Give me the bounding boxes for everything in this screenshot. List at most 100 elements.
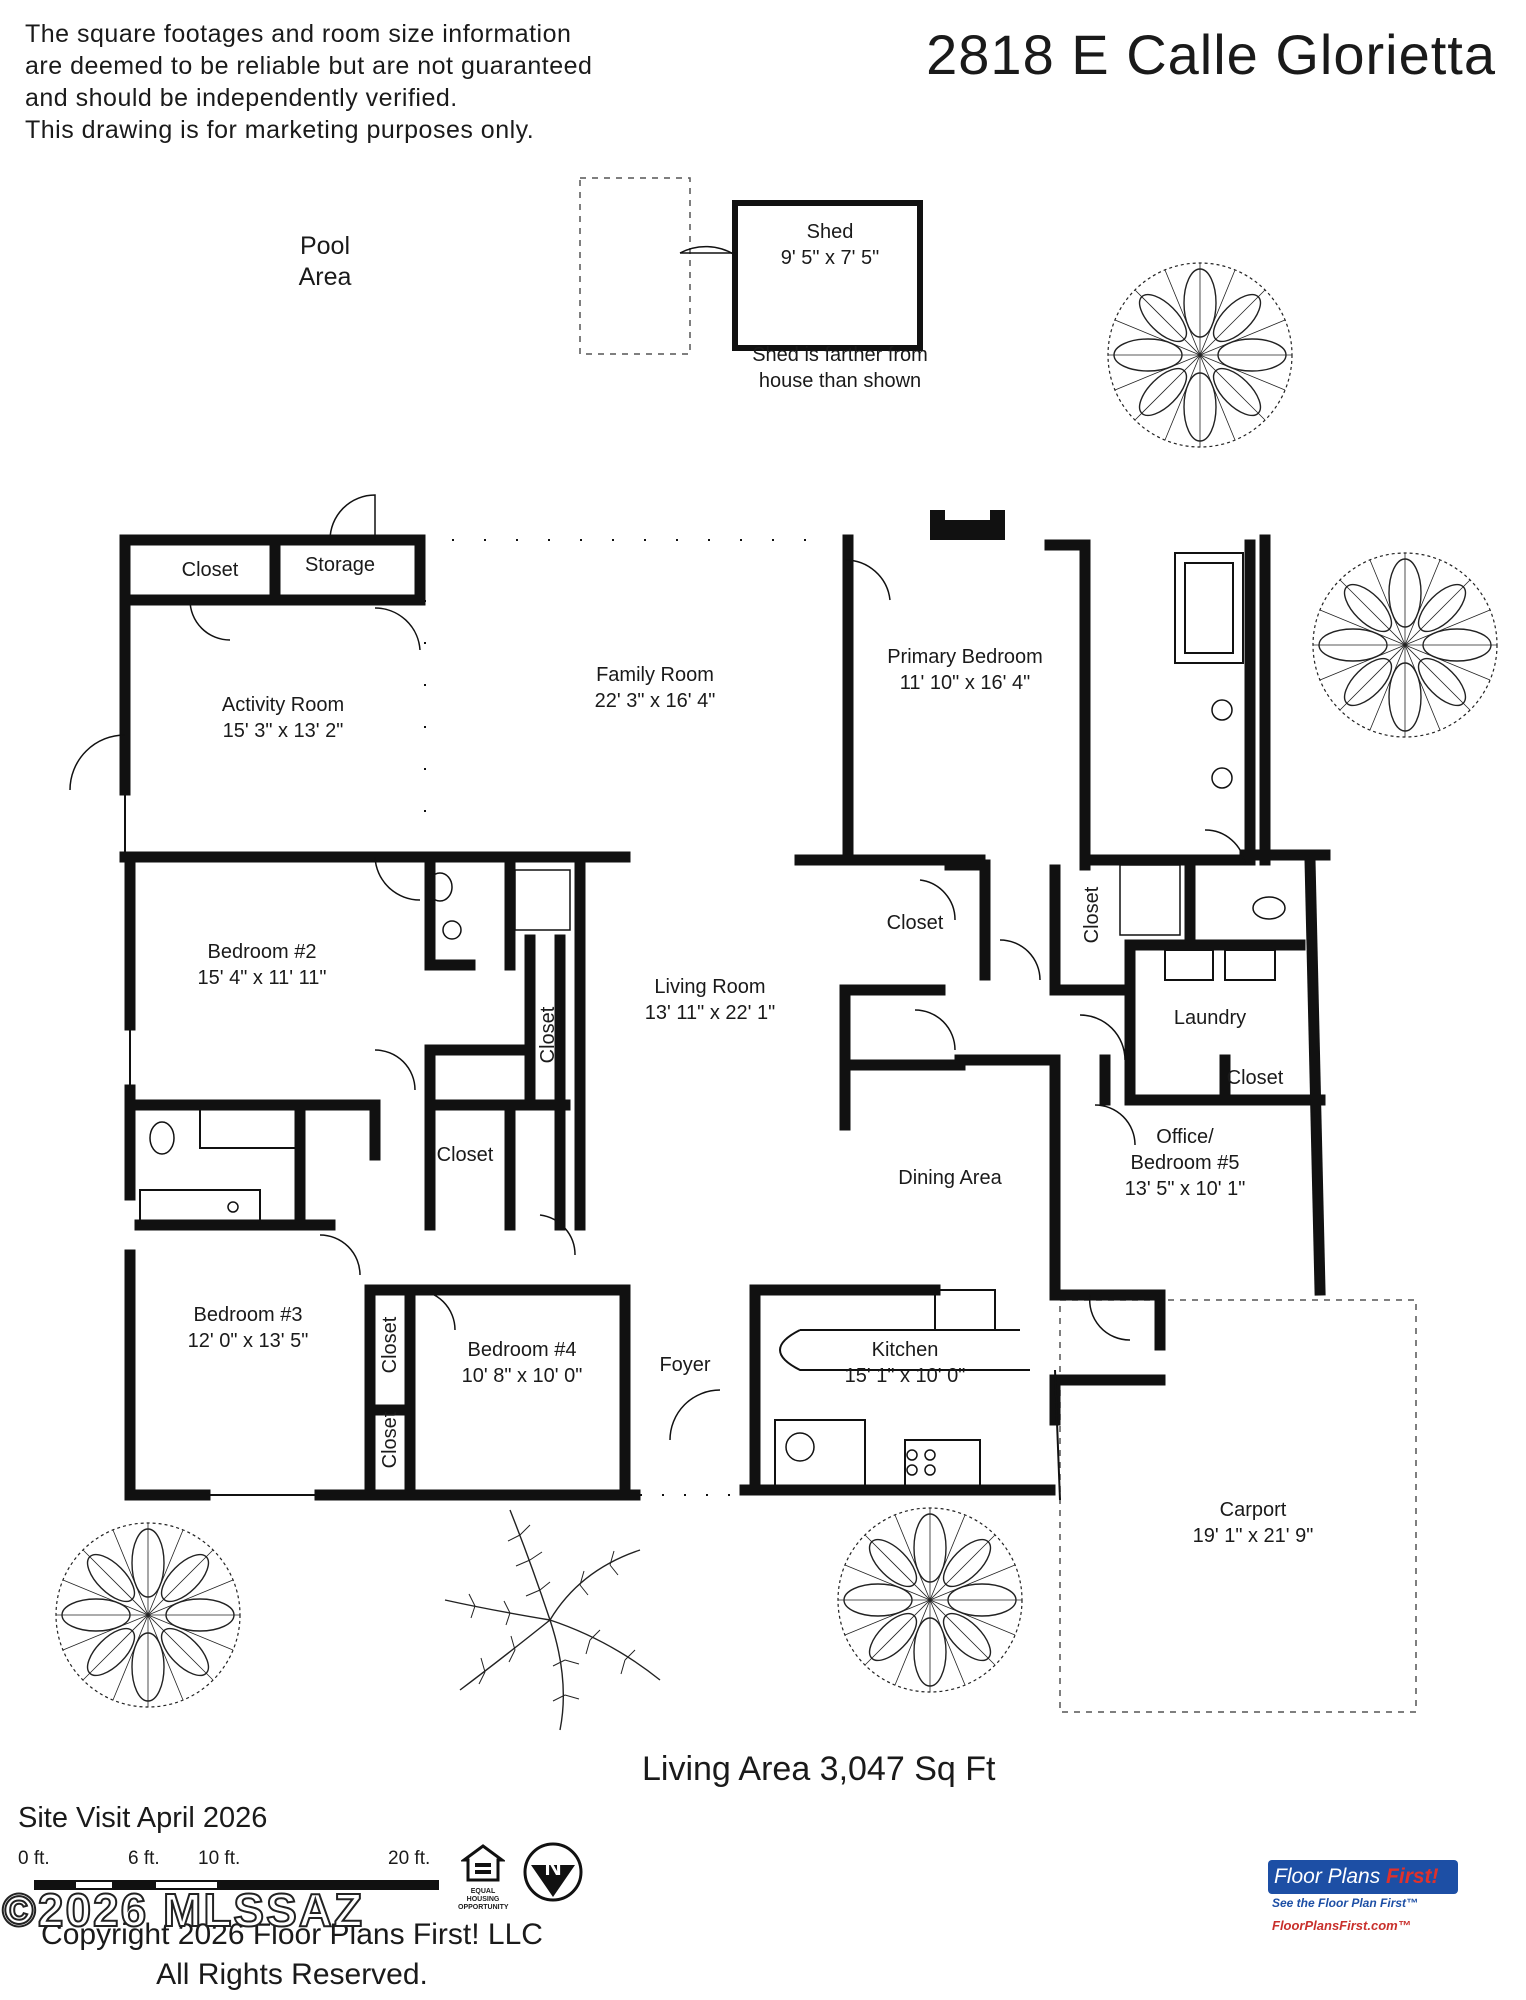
closet-hall-label: Closet [437,1142,494,1168]
disclaimer-line: are deemed to be reliable but are not gu… [25,52,593,80]
scale-segment [154,1880,219,1890]
bedroom4-label-line: 10' 8" x 10' 0" [461,1365,583,1387]
scale-segment [114,1880,154,1890]
scale-segment [74,1880,114,1890]
closet-hall-vertical-label: Closet [535,1007,561,1064]
carport-label-line: 19' 1" x 21' 9" [1192,1525,1314,1547]
kitchen-label: Kitchen 15' 1" x 10' 0" [845,1337,966,1389]
carport-label-line: Carport [1219,1499,1287,1521]
scale-label: 20 ft. [388,1848,431,1869]
north-label: N [544,1854,561,1881]
family-room-label-line: 22' 3" x 16' 4" [594,690,716,712]
closet-hall-vertical-label-line: Closet [537,1006,559,1064]
living-room-label-line: 13' 11" x 22' 1" [644,1002,776,1024]
pool-area-label-line: Pool [299,232,351,260]
dining-area-label-line: Dining Area [898,1167,1002,1189]
copyright-line: Copyright 2026 Floor Plans First! LLC [41,1918,543,1951]
laundry-label: Laundry [1174,1005,1246,1031]
brand-tagline: See the Floor Plan First™ [1272,1896,1419,1910]
equal-housing-icon: EQUAL HOUSING OPPORTUNITY [458,1843,509,1911]
brand-name-a: Floor Plans [1274,1865,1387,1888]
activity-room-label-line: 15' 3" x 13' 2" [222,720,344,742]
bedroom3-label-line: 12' 0" x 13' 5" [187,1330,309,1352]
brand-name: Floor Plans First! [1268,1860,1458,1894]
closet-bed3b-label-line: Closet [379,1411,401,1469]
laundry-label-line: Laundry [1173,1007,1247,1029]
bedroom3-label: Bedroom #3 12' 0" x 13' 5" [188,1302,309,1354]
foyer-label-line: Foyer [659,1354,711,1376]
closet-primary-label: Closet [887,910,944,936]
primary-bedroom-label: Primary Bedroom 11' 10" x 16' 4" [887,644,1043,696]
closet-primary-bath-label: Closet [1079,887,1105,944]
bedroom4-label-line: Bedroom #4 [467,1339,577,1361]
pool-edge-outline [579,177,691,355]
disclaimer: The square footages and room size inform… [25,18,605,146]
shed-note-line: Shed is farther from [752,344,928,366]
bedroom2-label-line: 15' 4" x 11' 11" [197,967,327,989]
primary-bedroom-label-line: 11' 10" x 16' 4" [899,672,1031,694]
fixtures [149,699,1286,1476]
pool-area-label-line: Area [298,263,352,291]
disclaimer-line: and should be independently verified. [25,84,458,112]
primary-bedroom-label-line: Primary Bedroom [887,646,1043,668]
family-room-label-line: Family Room [596,664,714,686]
closet-laundry-label: Closet [1227,1065,1284,1091]
closet-bed3-label: Closet [377,1317,403,1374]
living-room-label-line: Living Room [654,976,766,998]
brand-logo: Floor Plans First! See the Floor Plan Fi… [1268,1860,1468,1940]
shed-label-line: Shed [806,221,854,243]
scale-label: 10 ft. [198,1848,241,1869]
closet-top-label-line: Closet [181,559,239,581]
closet-top-label: Closet [182,557,239,583]
foyer-label: Foyer [659,1352,710,1378]
mls-watermark: ©2026 MLSSAZ [1,1883,365,1937]
storage-label: Storage [305,552,375,578]
activity-room-label: Activity Room 15' 3" x 13' 2" [222,692,344,744]
closet-laundry-label-line: Closet [1226,1067,1284,1089]
kitchen-label-line: Kitchen [871,1339,939,1361]
office-label-line: 13' 5" x 10' 1" [1124,1178,1246,1200]
living-area-total: Living Area 3,047 Sq Ft [642,1750,996,1788]
door-swings [69,494,1246,1441]
scale-label: 0 ft. [18,1848,50,1869]
bedroom3-label-line: Bedroom #3 [193,1304,303,1326]
tree-icon [837,1507,1023,1693]
site-visit-date: Site Visit April 2026 [18,1802,268,1834]
brand-name-b: First! [1386,1865,1439,1888]
activity-room-label-line: Activity Room [221,694,345,716]
brand-url: FloorPlansFirst.com™ [1272,1918,1411,1933]
tree-icon [55,1522,241,1708]
scale-segment [219,1880,439,1890]
scale-segment [34,1880,74,1890]
office-label-line: Office/ [1156,1126,1214,1148]
disclaimer-line: The square footages and room size inform… [25,20,572,48]
house-walls [119,534,1331,1501]
closet-bed3b-label: Closet [377,1412,403,1469]
storage-label-line: Storage [304,554,376,576]
bedroom2-label: Bedroom #2 15' 4" x 11' 11" [198,939,327,991]
closet-bed3-label-line: Closet [379,1316,401,1374]
scale-bar: 0 ft. 6 ft. 10 ft. 20 ft. [18,1848,458,1908]
tree-icon [1107,262,1293,448]
equal-housing-label: EQUAL HOUSING OPPORTUNITY [458,1888,509,1911]
carport-label: Carport 19' 1" x 21' 9" [1193,1497,1314,1549]
bedroom2-label-line: Bedroom #2 [207,941,317,963]
north-arrow-icon: N [522,1841,584,1903]
kitchen-label-line: 15' 1" x 10' 0" [844,1365,966,1387]
family-room-label: Family Room 22' 3" x 16' 4" [595,662,716,714]
scale-label: 6 ft. [128,1848,160,1869]
shed-walls [679,200,923,351]
chimney [930,510,1005,540]
closet-hall-label-line: Closet [436,1144,494,1166]
living-room-label: Living Room 13' 11" x 22' 1" [645,974,775,1026]
shed-note: Shed is farther from house than shown [752,342,928,394]
copyright: Copyright 2026 Floor Plans First! LLC Al… [22,1915,562,1995]
palm-tree-icon [444,1509,661,1731]
bedroom4-label: Bedroom #4 10' 8" x 10' 0" [462,1337,583,1389]
house-logo-icon [459,1844,507,1882]
shed-note-line: house than shown [758,370,922,392]
